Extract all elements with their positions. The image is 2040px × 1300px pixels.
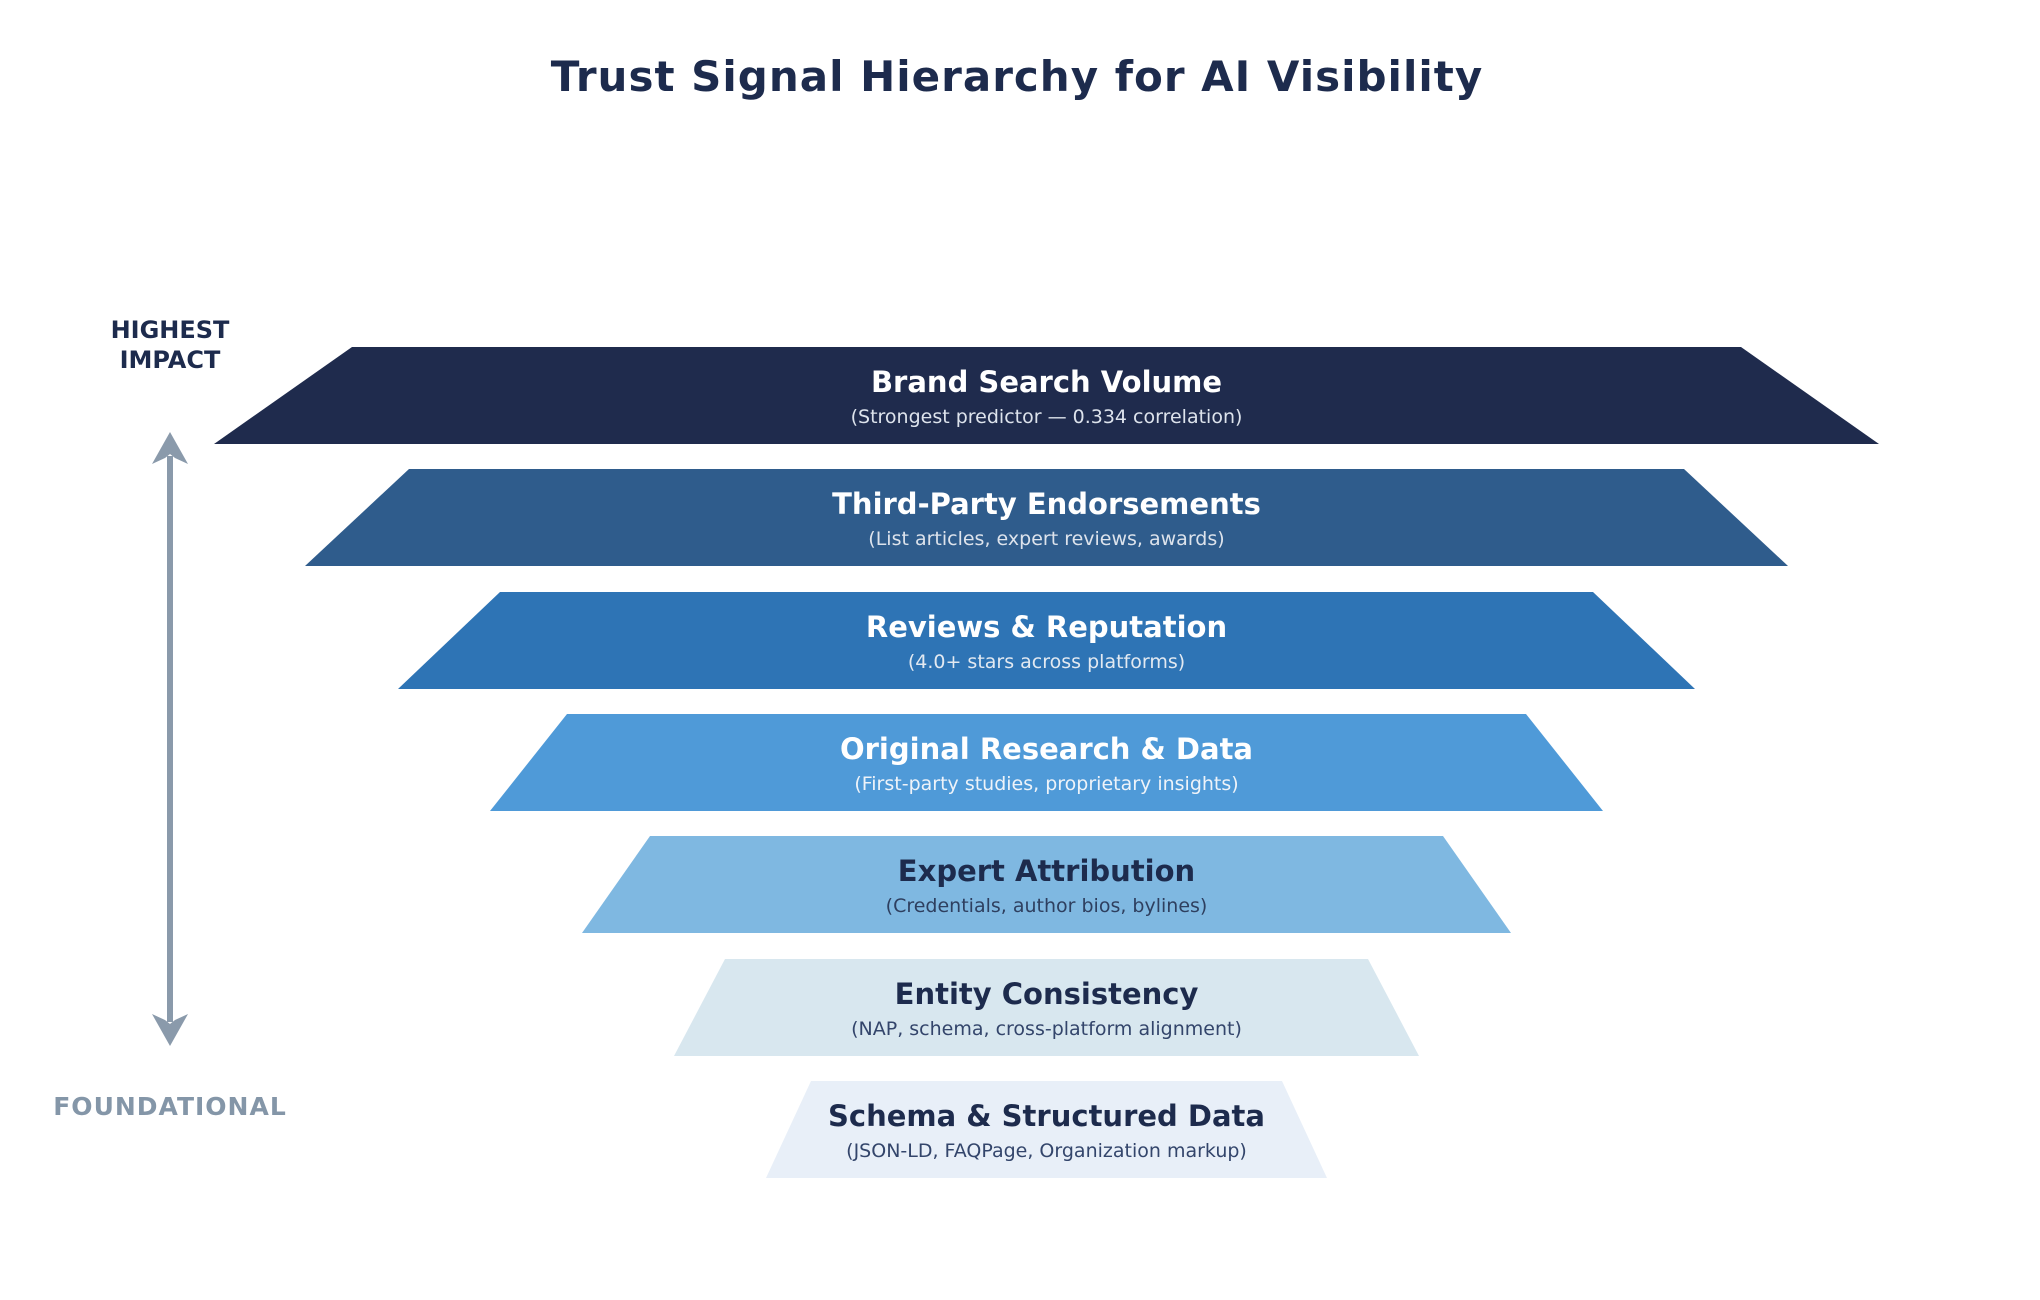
layer-title: Schema & Structured Data — [828, 1099, 1265, 1133]
funnel-layer-expert-attribution: Expert Attribution (Credentials, author … — [582, 836, 1511, 933]
layer-title: Reviews & Reputation — [865, 610, 1228, 644]
funnel-layer-schema-structured-data: Schema & Structured Data (JSON-LD, FAQPa… — [766, 1081, 1327, 1178]
layer-title: Third-Party Endorsements — [832, 487, 1261, 521]
highest-impact-label: HIGHEST IMPACT — [110, 316, 230, 374]
layer-title: Original Research & Data — [839, 732, 1254, 766]
funnel-layer-original-research-data: Original Research & Data (First-party st… — [490, 714, 1603, 811]
layer-subtitle: (First-party studies, proprietary insigh… — [854, 773, 1239, 795]
layer-title: Brand Search Volume — [870, 365, 1223, 399]
layer-subtitle: (Strongest predictor — 0.334 correlation… — [850, 406, 1243, 428]
funnel-layer-brand-search-volume: Brand Search Volume (Strongest predictor… — [214, 347, 1879, 444]
impact-arrow-icon — [152, 432, 188, 1046]
funnel-layer-entity-consistency: Entity Consistency (NAP, schema, cross-p… — [674, 959, 1419, 1056]
funnel-layer-third-party-endorsements: Third-Party Endorsements (List articles,… — [305, 469, 1788, 566]
layer-subtitle: (NAP, schema, cross-platform alignment) — [851, 1018, 1242, 1040]
layer-subtitle: (JSON-LD, FAQPage, Organization markup) — [846, 1140, 1247, 1162]
foundational-label: FOUNDATIONAL — [53, 1092, 287, 1121]
layer-title: Expert Attribution — [897, 854, 1196, 888]
page-title: Trust Signal Hierarchy for AI Visibility — [550, 52, 1484, 101]
funnel-layer-reviews-reputation: Reviews & Reputation (4.0+ stars across … — [398, 592, 1695, 689]
layer-subtitle: (List articles, expert reviews, awards) — [868, 528, 1225, 550]
layer-subtitle: (Credentials, author bios, bylines) — [885, 895, 1208, 917]
layer-title: Entity Consistency — [894, 977, 1199, 1011]
layer-subtitle: (4.0+ stars across platforms) — [907, 651, 1186, 673]
